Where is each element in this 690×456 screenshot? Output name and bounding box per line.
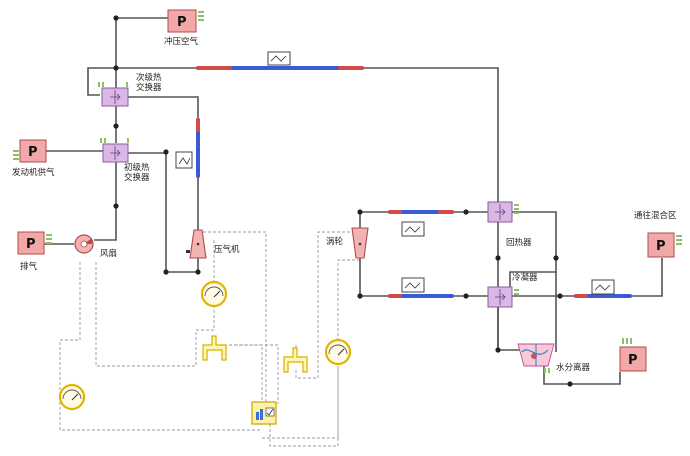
- gauge-icon: [200, 280, 228, 308]
- label-secondary-hx-line2: 交换器: [124, 172, 150, 183]
- label-to-mixing-zone: 通往混合区: [634, 210, 677, 221]
- compressor: [186, 229, 207, 259]
- valve-left: [202, 335, 227, 361]
- label-primary-hx-line2: 交换器: [136, 82, 162, 93]
- pressure-source-exhaust: P: [17, 231, 52, 255]
- label-compressor: 压气机: [214, 244, 240, 255]
- pressure-source-icon: P: [628, 353, 638, 368]
- label-condenser: 冷凝器: [512, 272, 538, 283]
- junction-nodes: [113, 15, 573, 387]
- pressure-source-icon: P: [177, 15, 187, 30]
- pressure-source-ram-air: P: [167, 9, 204, 33]
- labels: 冲压空气 次级热 交换器 初级热 交换器 发动机供气 排气 风扇 压气机 涡轮 …: [12, 36, 677, 373]
- controller: [251, 401, 277, 425]
- pressure-source-icon: P: [28, 145, 38, 160]
- gauge-turbine: [324, 338, 352, 366]
- water-separator: [517, 343, 555, 373]
- label-primary-hx-line1: 次级热: [136, 72, 162, 83]
- heat-exchanger-secondary: [100, 138, 129, 163]
- fan: [74, 234, 94, 254]
- pressure-source-icon: P: [656, 239, 666, 254]
- valve-icon: [202, 335, 227, 361]
- pressure-source-icon: P: [26, 237, 36, 252]
- label-exhaust: 排气: [20, 261, 38, 272]
- label-turbine: 涡轮: [326, 236, 344, 247]
- heat-transfer-tubes: [196, 66, 632, 298]
- heat-exchanger-primary: [98, 82, 129, 107]
- label-fan: 风扇: [100, 248, 117, 259]
- gauge-icon: [324, 338, 352, 366]
- display-window: [267, 51, 291, 66]
- label-primary-hx: 次级热 交换器: [136, 72, 164, 93]
- label-secondary-hx: 初级热 交换器: [124, 162, 152, 183]
- label-water-separator: 水分离器: [556, 362, 591, 373]
- display-window: [175, 151, 193, 169]
- display-window: [401, 277, 425, 293]
- heat-exchanger-reheater: [487, 201, 519, 223]
- display-window: [591, 279, 615, 295]
- pressure-source-engine-bleed: P: [13, 139, 47, 163]
- gauge-compressor: [200, 280, 228, 308]
- water-separator-icon: [517, 343, 555, 367]
- display-window: [401, 221, 425, 237]
- label-secondary-hx-line1: 初级热: [124, 162, 150, 173]
- valve-icon: [283, 347, 308, 373]
- valve-right: [283, 347, 308, 373]
- pressure-source-mixing-zone: P: [647, 232, 682, 258]
- label-engine-bleed: 发动机供气: [12, 167, 55, 178]
- gauge-icon: [58, 383, 86, 411]
- label-ram-air: 冲压空气: [164, 36, 199, 47]
- heat-exchanger-condenser: [487, 286, 519, 308]
- pressure-source-water-out: P: [619, 338, 647, 372]
- gauge-fan: [58, 383, 86, 411]
- label-reheater: 回热器: [506, 237, 532, 248]
- turbine: [351, 227, 369, 259]
- signal-lines: [59, 231, 360, 447]
